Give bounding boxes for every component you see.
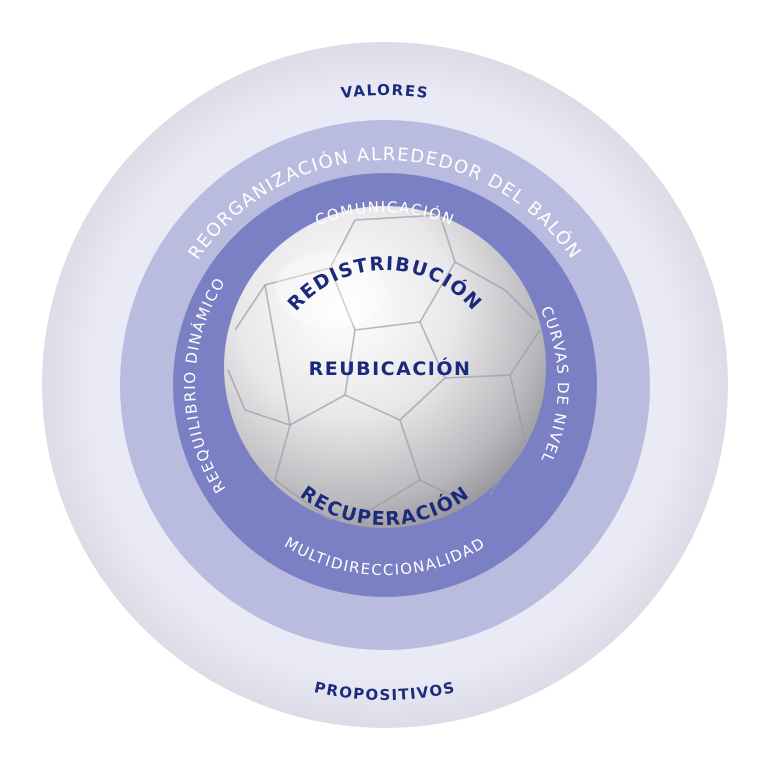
soccer-ball-icon	[224, 206, 546, 529]
valores-label: VALORES	[340, 81, 429, 102]
svg-text:VALORES: VALORES	[340, 81, 430, 102]
reubicacion-label: REUBICACIÓN	[309, 356, 472, 380]
